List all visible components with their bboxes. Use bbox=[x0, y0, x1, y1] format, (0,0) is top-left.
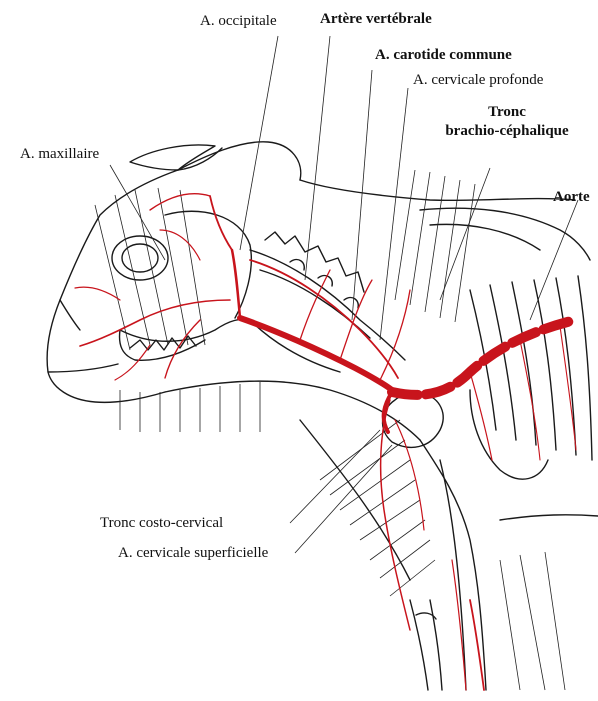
carotid-artery bbox=[240, 318, 392, 390]
label-maxillary-artery: A. maxillaire bbox=[20, 147, 99, 162]
label-deep-cervical-artery: A. cervicale profonde bbox=[413, 73, 543, 88]
arteries bbox=[75, 194, 576, 690]
label-vertebral-artery: Artère vertébrale bbox=[320, 12, 432, 27]
label-brachiocephalic-trunk: Tronc brachio-céphalique bbox=[427, 105, 587, 139]
label-costocervical-trunk: Tronc costo-cervical bbox=[100, 516, 223, 531]
label-occipital-artery: A. occipitale bbox=[200, 14, 277, 29]
vertebral-artery bbox=[250, 260, 398, 378]
label-common-carotid-artery: A. carotide commune bbox=[375, 48, 512, 63]
label-superficial-cervical-artery: A. cervicale superficielle bbox=[118, 546, 268, 561]
label-aorta: Aorte bbox=[553, 190, 590, 205]
label-brachiocephalic-line1: Tronc bbox=[427, 105, 587, 120]
animal-outline bbox=[47, 142, 598, 690]
label-brachiocephalic-line2: brachio-céphalique bbox=[427, 124, 587, 139]
